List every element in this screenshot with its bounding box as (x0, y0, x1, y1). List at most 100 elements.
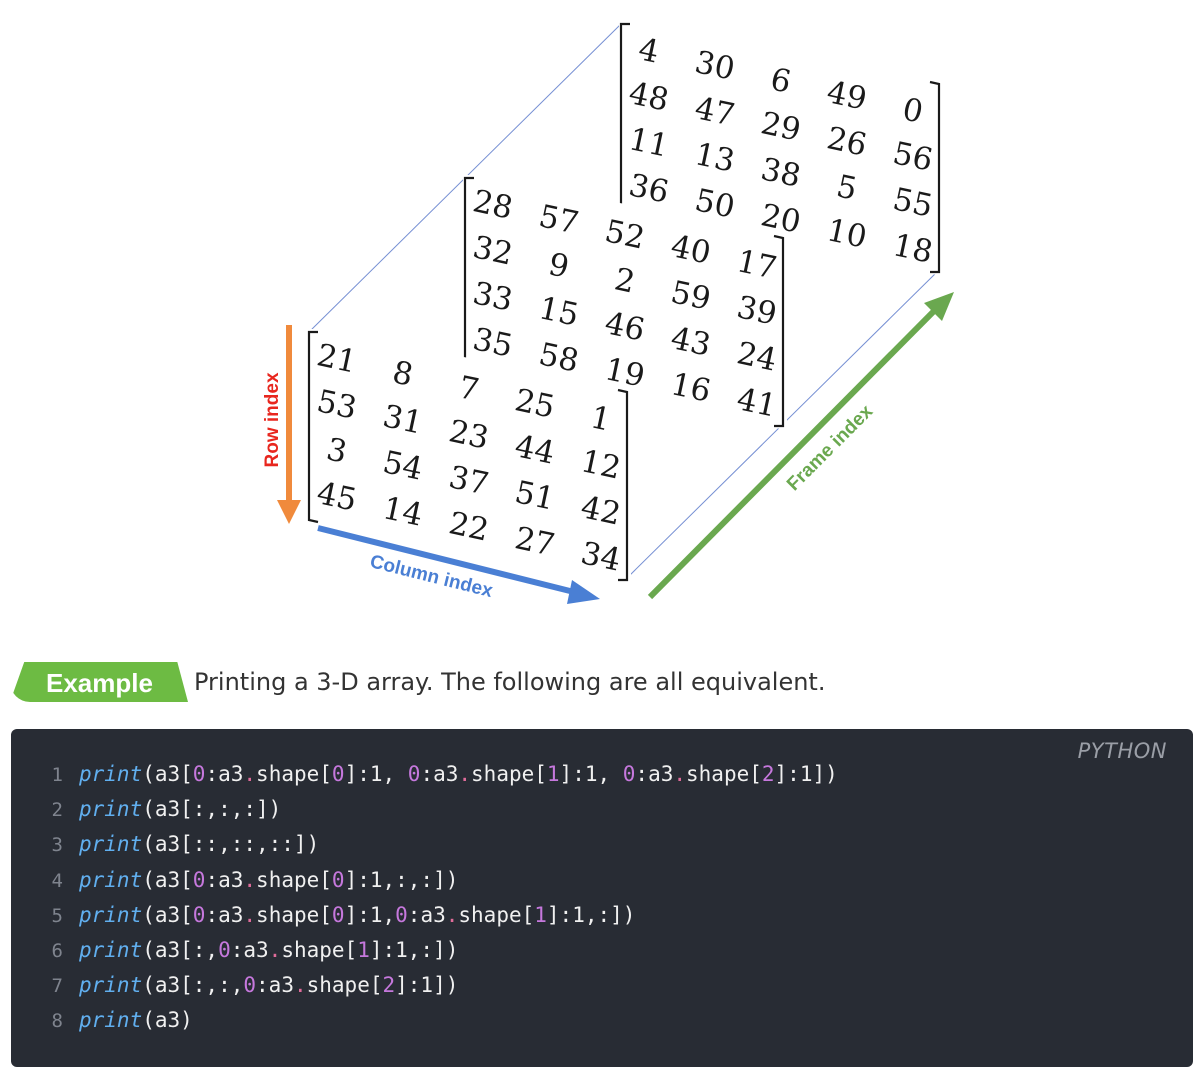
matrix-cell: 46 (602, 305, 648, 348)
code-token: 2 (761, 762, 775, 786)
matrix-plate (463, 174, 787, 430)
code-token: ]:1,:]) (369, 937, 459, 962)
matrix-cell: 14 (380, 490, 426, 533)
code-token: 0 (622, 762, 636, 786)
matrix-cell: 38 (758, 151, 804, 194)
code-token: . (673, 762, 687, 786)
matrix-cell: 32 (470, 229, 516, 272)
matrix-cell: 24 (734, 335, 780, 378)
code-token: shape[ (458, 902, 535, 927)
matrix-cell: 45 (314, 475, 360, 518)
code-token: . (293, 973, 307, 998)
code-token: :a3 (407, 902, 446, 927)
matrix-cell: 52 (602, 213, 648, 256)
code-token: (a3[:, (142, 937, 219, 962)
code-token: print (79, 973, 143, 998)
matrix-cell: 59 (668, 274, 714, 317)
right-bracket (617, 388, 629, 582)
matrix-cell: 18 (890, 227, 936, 270)
matrix-cell: 28 (470, 183, 516, 226)
matrix-cell: 33 (470, 275, 516, 318)
code-token: print (79, 797, 143, 822)
column-axis-arrowhead (567, 580, 600, 604)
matrix-cell: 53 (314, 383, 360, 426)
code-token: . (243, 902, 257, 927)
matrix-cell: 47 (692, 90, 738, 133)
matrix-cell: 44 (512, 428, 558, 471)
line-number: 8 (51, 1010, 63, 1033)
matrix-cell: 22 (446, 505, 492, 548)
code-token: 0 (331, 867, 345, 892)
matrix-plate (619, 20, 943, 276)
frame-axis-shaft (647, 307, 938, 600)
matrix-cell: 55 (890, 181, 936, 224)
code-token: shape[ (281, 937, 358, 962)
code-token: print (79, 762, 143, 786)
line-number: 6 (51, 939, 63, 962)
code-token: ]:1,:]) (546, 902, 636, 927)
code-token: shape[ (306, 973, 383, 998)
matrix-cell: 49 (824, 74, 870, 117)
code-token: 1 (357, 937, 370, 962)
example-badge: Example (10, 662, 188, 702)
code-token: shape[ (256, 762, 332, 786)
code-token: 0 (192, 867, 206, 892)
matrix-cell: 10 (824, 212, 870, 255)
code-token: (a3[ (142, 867, 193, 892)
matrix-cell: 21 (314, 337, 360, 380)
code-token: shape[ (686, 762, 762, 786)
code-token: . (445, 902, 459, 927)
code-token: 0 (243, 973, 257, 998)
code-token: :a3 (205, 867, 244, 892)
code-token: ]:1]) (395, 973, 459, 998)
example-row: Example Printing a 3-D array. The follow… (10, 662, 1190, 704)
matrix-cell: 54 (380, 444, 426, 487)
code-token: shape[ (471, 762, 547, 786)
matrix-cell: 48 (626, 75, 672, 118)
matrix-cell: 34 (578, 535, 624, 578)
column-axis-shaft (317, 525, 579, 596)
code-token: :a3 (256, 973, 294, 998)
code-token: :a3 (205, 902, 244, 927)
code-token: print (79, 902, 143, 927)
code-token: print (79, 937, 143, 962)
code-token: ]:1, (559, 762, 623, 786)
line-number: 7 (51, 975, 63, 998)
line-number: 1 (51, 764, 63, 786)
left-bracket (307, 330, 319, 524)
code-token: 1 (534, 902, 547, 927)
matrix-plate (307, 328, 631, 584)
code-token: 0 (331, 902, 345, 927)
right-bracket (773, 234, 785, 428)
matrix-cell: 17 (734, 243, 780, 286)
code-token: 0 (192, 762, 206, 786)
code-language-label: PYTHON (1077, 739, 1167, 763)
code-token: :a3 (205, 762, 244, 786)
matrix-cell: 12 (578, 443, 624, 486)
matrix-cell: 56 (890, 135, 936, 178)
matrix-cell: 35 (470, 321, 516, 364)
matrix-cell: 30 (692, 44, 738, 87)
line-number: 4 (51, 869, 63, 892)
code-token: :a3 (420, 762, 459, 786)
matrix-cell: 31 (380, 398, 426, 441)
matrix-cell: 42 (578, 489, 624, 532)
matrix-cell: 51 (512, 474, 558, 517)
code-token: ]:1]) (774, 762, 838, 786)
code-token: (a3[::,::,::]) (142, 832, 320, 857)
matrix-cell: 37 (446, 459, 492, 502)
code-token: shape[ (256, 867, 332, 892)
matrix-cell: 25 (512, 382, 558, 425)
